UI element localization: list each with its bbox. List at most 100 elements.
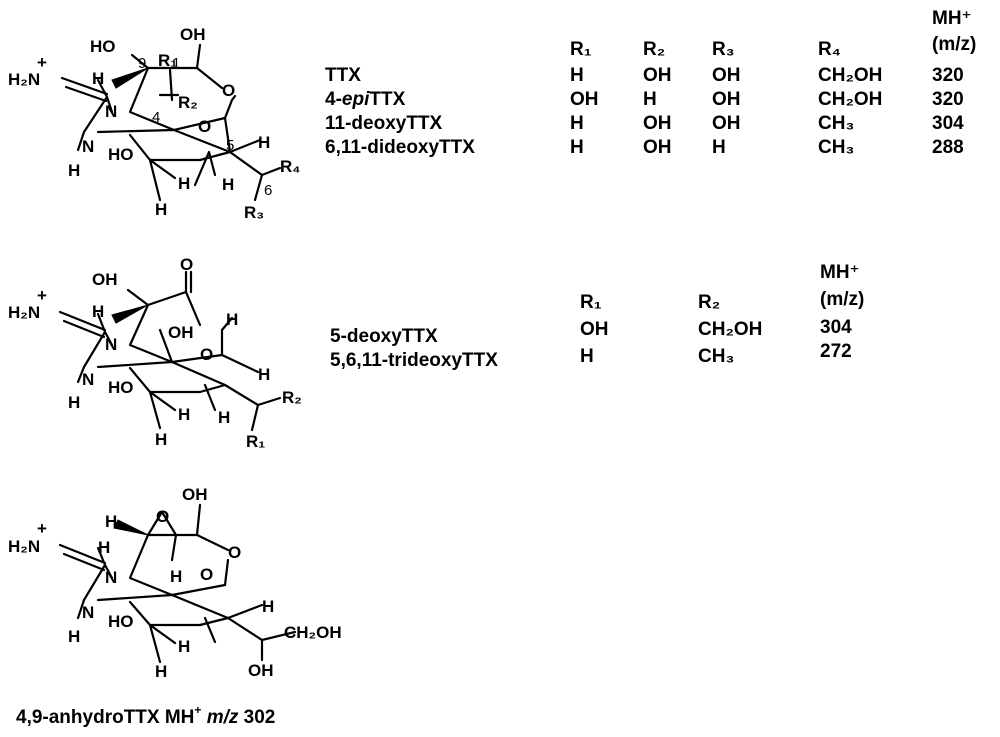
t1-header-r3: R₃ (712, 39, 735, 60)
t2-header-r2: R₂ (698, 292, 720, 313)
t1-row2-r2: H (643, 89, 657, 110)
structure-1-ttx-scaffold: H₂N + N N H HO OH HO H H H H H O O R₂ R₁… (8, 25, 300, 222)
s1-locant-1: 1 (172, 55, 180, 72)
t1-row1-r2: OH (643, 65, 672, 86)
s1-r2-label: R₂ (178, 93, 198, 112)
s3-nitrogen-upper: N (105, 568, 117, 587)
t1-row3-mz: 304 (932, 113, 964, 134)
table-2-row-1: 5-deoxyTTX OH CH₂OH 304 (330, 317, 852, 347)
t1-row3-r1: H (570, 113, 584, 134)
s2-hydrogen-c7: H (155, 430, 167, 449)
t1-row3-r3: OH (712, 113, 741, 134)
s1-locant-9: 9 (138, 55, 146, 72)
t1-row4-r3: H (712, 137, 726, 158)
table-1-headers: R₁ R₂ R₃ R₄ MH⁺ (m/z) (570, 8, 976, 60)
s1-r3-label: R₃ (244, 203, 264, 222)
s3-hydrogen-c4: H (170, 567, 182, 586)
t1-header-mz: (m/z) (932, 34, 976, 55)
t2-row2-r2: CH₃ (698, 346, 734, 367)
s3-hydrogen-c8: H (178, 637, 190, 656)
t1-row2-r1: OH (570, 89, 599, 110)
t1-row2-mz: 320 (932, 89, 964, 110)
s3-hydrogen-c7: H (155, 662, 167, 681)
t1-row1-r4: CH₂OH (818, 65, 882, 86)
s3-hydrogen-c9: H (105, 512, 117, 531)
s2-r2-label: R₂ (282, 388, 302, 407)
t2-header-mz: (m/z) (820, 289, 864, 310)
t1-row3-r4: CH₃ (818, 113, 854, 134)
s3-ring-oxygen: O (228, 543, 241, 562)
s3-hydroxymethyl: CH₂OH (284, 623, 342, 642)
table-2-headers: R₁ R₂ MH⁺ (m/z) (580, 262, 864, 313)
s3-epoxide-oxygen: O (156, 507, 169, 526)
s1-hydroxyl-c9: HO (90, 37, 116, 56)
t1-row2-r3: OH (712, 89, 741, 110)
structure-2-wedge-bond (111, 304, 149, 324)
t1-row4-mz: 288 (932, 137, 964, 158)
t2-row2-mz: 272 (820, 341, 852, 362)
t1-row2-name: 4-epiTTX (325, 89, 406, 110)
t1-row1-mz: 320 (932, 65, 964, 86)
t1-row4-name: 6,11-dideoxyTTX (325, 137, 475, 158)
structure-2-bonds (58, 270, 282, 432)
t1-header-r1: R₁ (570, 39, 592, 60)
s1-nitrogen-upper: N (105, 102, 117, 121)
s2-ring-oxygen: O (200, 345, 213, 364)
s1-locant-4: 4 (152, 109, 160, 126)
s1-hydroxyl-c7: HO (108, 145, 134, 164)
s3-positive-charge: + (37, 519, 47, 538)
s1-hydroxyl-hemilactal: OH (180, 25, 206, 44)
table-1-row-3: 11-deoxyTTX H OH OH CH₃ 304 (325, 113, 964, 134)
t1-row3-name: 11-deoxyTTX (325, 113, 443, 134)
s2-hydroxyl-c4: OH (168, 323, 194, 342)
structure-1-locants: 9 1 4 5 6 (138, 55, 272, 199)
t1-row2-r4: CH₂OH (818, 89, 882, 110)
table-2: R₁ R₂ MH⁺ (m/z) 5-deoxyTTX OH CH₂OH 304 … (330, 262, 864, 371)
s2-nitrogen-lower: N (82, 370, 94, 389)
s3-nh-hydrogen-upper: H (98, 538, 110, 557)
s2-r1-label: R₁ (246, 432, 265, 451)
structure-3-atoms: H₂N + N N H H HO OH O O O H H H H H CH₂O… (8, 485, 342, 681)
t1-header-r2: R₂ (643, 39, 665, 60)
s1-r4-label: R₄ (280, 157, 300, 176)
t1-header-mh: MH⁺ (932, 8, 972, 29)
s2-nh-hydrogen: H (68, 393, 80, 412)
s1-oxygen-ring: O (222, 81, 235, 100)
t1-row3-r2: OH (643, 113, 672, 134)
s2-hydrogen-c9: H (92, 302, 104, 321)
s2-hydrogen-c5a: H (226, 310, 238, 329)
t1-header-r4: R₄ (818, 39, 841, 60)
s1-locant-5: 5 (226, 137, 234, 154)
table-1-row-2: 4-epiTTX OH H OH CH₂OH 320 (325, 89, 964, 110)
s1-hydrogen-c4a: H (222, 175, 234, 194)
structure-3-caption: 4,9-anhydroTTX MH+ m/z 302 (16, 703, 275, 728)
s3-hydroxyl-c6: OH (248, 661, 274, 680)
s1-oxygen-bridge: O (198, 117, 211, 136)
s1-hydrogen-c7: H (155, 200, 167, 219)
s2-amino-group: H₂N (8, 303, 40, 322)
s1-hydrogen-c5: H (258, 133, 270, 152)
structure-1-wedge-bond (111, 67, 149, 89)
t2-row2-name: 5,6,11-trideoxyTTX (330, 350, 498, 371)
s3-hydrogen-c5: H (262, 597, 274, 616)
t1-row4-r4: CH₃ (818, 137, 854, 158)
s3-bridge-oxygen: O (200, 565, 213, 584)
s3-nitrogen-lower: N (82, 603, 94, 622)
structure-2-atoms: H₂N + N N H HO OH OH O O H H H H H H R₂ … (8, 255, 302, 451)
table-1-row-1: TTX H OH OH CH₂OH 320 (325, 65, 964, 86)
s2-positive-charge: + (37, 286, 47, 305)
t2-header-r1: R₁ (580, 292, 602, 313)
s2-nitrogen-upper: N (105, 335, 117, 354)
t2-row1-r2: CH₂OH (698, 319, 762, 340)
s2-hydrogen-c5b: H (258, 365, 270, 384)
t1-row4-r2: OH (643, 137, 672, 158)
s1-nh-hydrogen: H (68, 161, 80, 180)
structure-3-anhydro-scaffold: H₂N + N N H H HO OH O O O H H H H H CH₂O… (8, 485, 342, 681)
table-1: R₁ R₂ R₃ R₄ MH⁺ (m/z) TTX H OH OH CH₂OH … (325, 8, 976, 158)
t1-row1-r3: OH (712, 65, 741, 86)
structure-1-atoms: H₂N + N N H HO OH HO H H H H H O O R₂ R₁… (8, 25, 300, 222)
s3-amino-group: H₂N (8, 537, 40, 556)
t2-row2-r1: H (580, 346, 594, 367)
s1-nitrogen-lower: N (82, 137, 94, 156)
structure-2-lactone-scaffold: H₂N + N N H HO OH OH O O H H H H H H R₂ … (8, 255, 302, 451)
